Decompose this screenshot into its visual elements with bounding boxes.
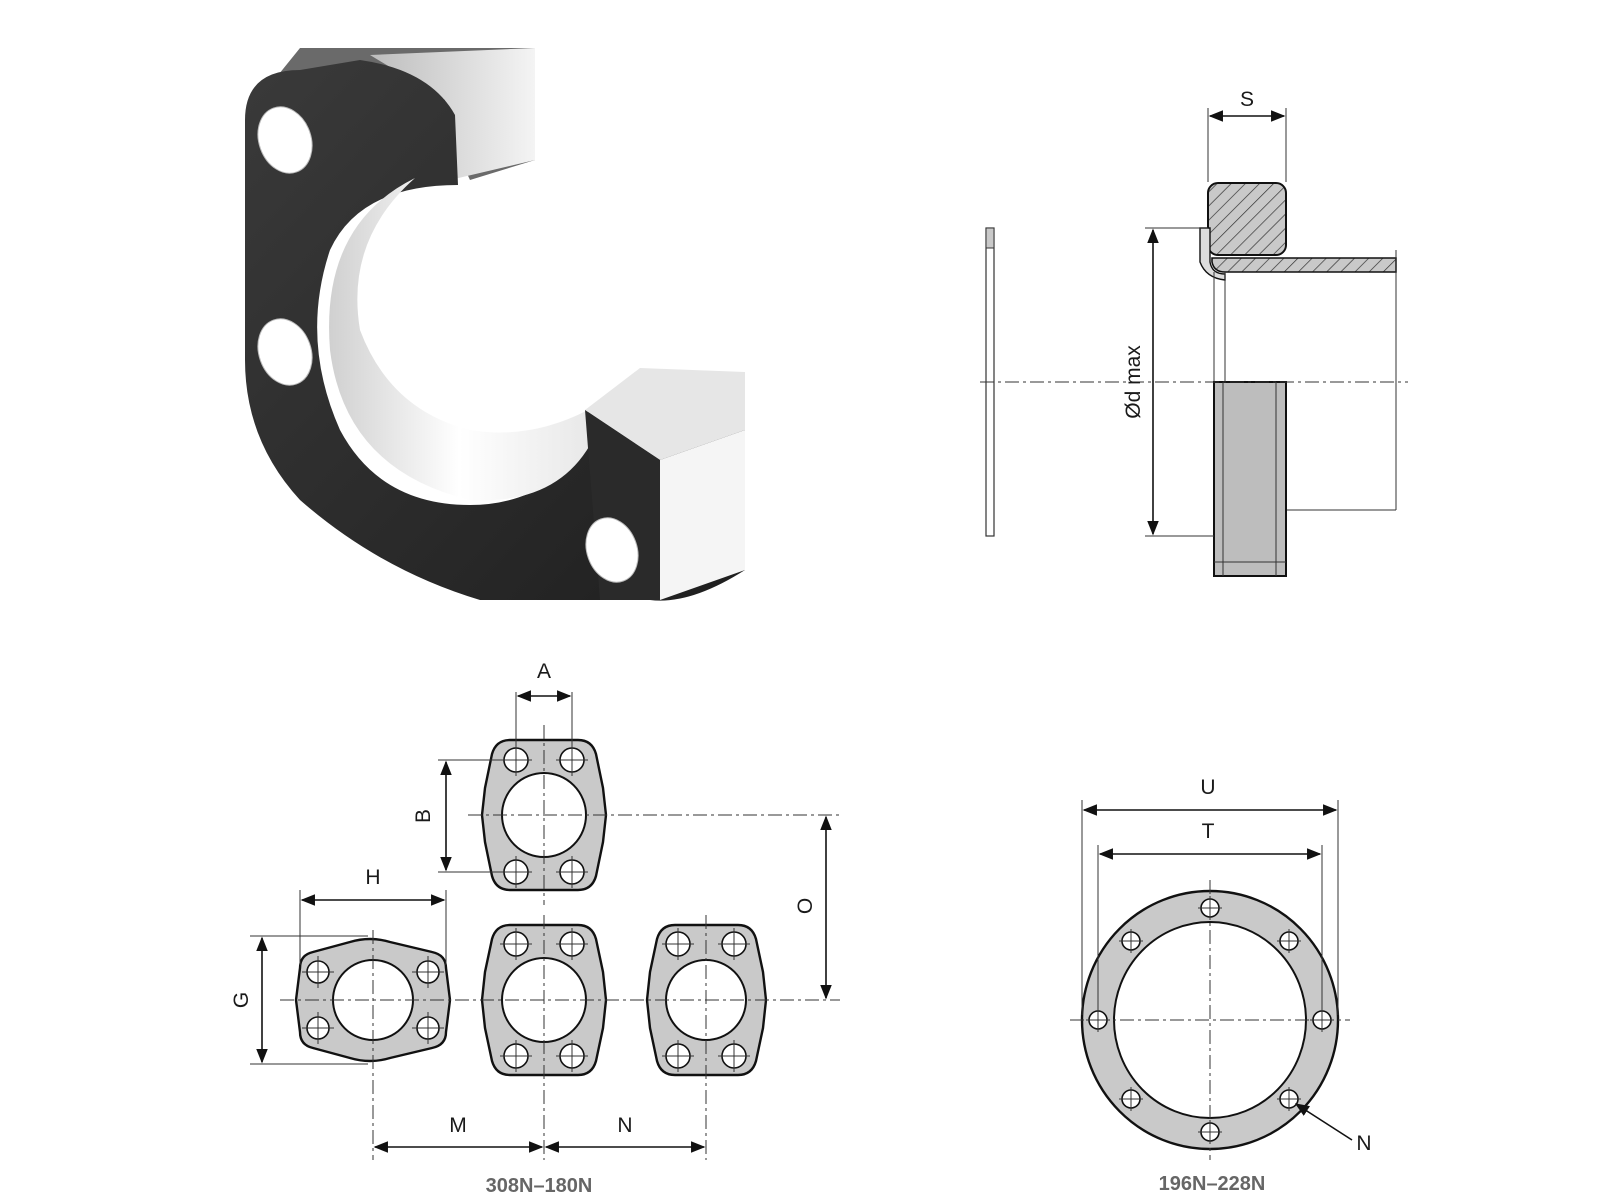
- caption-left: 308N–180N: [486, 1175, 593, 1197]
- label-n: N: [617, 1114, 632, 1137]
- label-o: O: [794, 898, 817, 914]
- section-view: S Ød max: [980, 88, 1408, 577]
- label-m: M: [449, 1114, 467, 1137]
- label-g: G: [230, 992, 253, 1008]
- four-bolt-flanges: A B H G O M N 308N–180N: [230, 660, 840, 1197]
- label-a: A: [537, 660, 551, 683]
- label-b: B: [412, 809, 435, 823]
- ring-flange: U T N 196N–228N: [1070, 776, 1372, 1195]
- label-n-ring: N: [1356, 1132, 1371, 1155]
- caption-right: 196N–228N: [1159, 1173, 1266, 1195]
- label-od-max: Ød max: [1122, 345, 1145, 419]
- label-h: H: [365, 866, 380, 889]
- label-t: T: [1202, 820, 1215, 843]
- label-s: S: [1240, 88, 1254, 111]
- isometric-half-flange: [245, 48, 745, 601]
- label-u: U: [1200, 776, 1215, 799]
